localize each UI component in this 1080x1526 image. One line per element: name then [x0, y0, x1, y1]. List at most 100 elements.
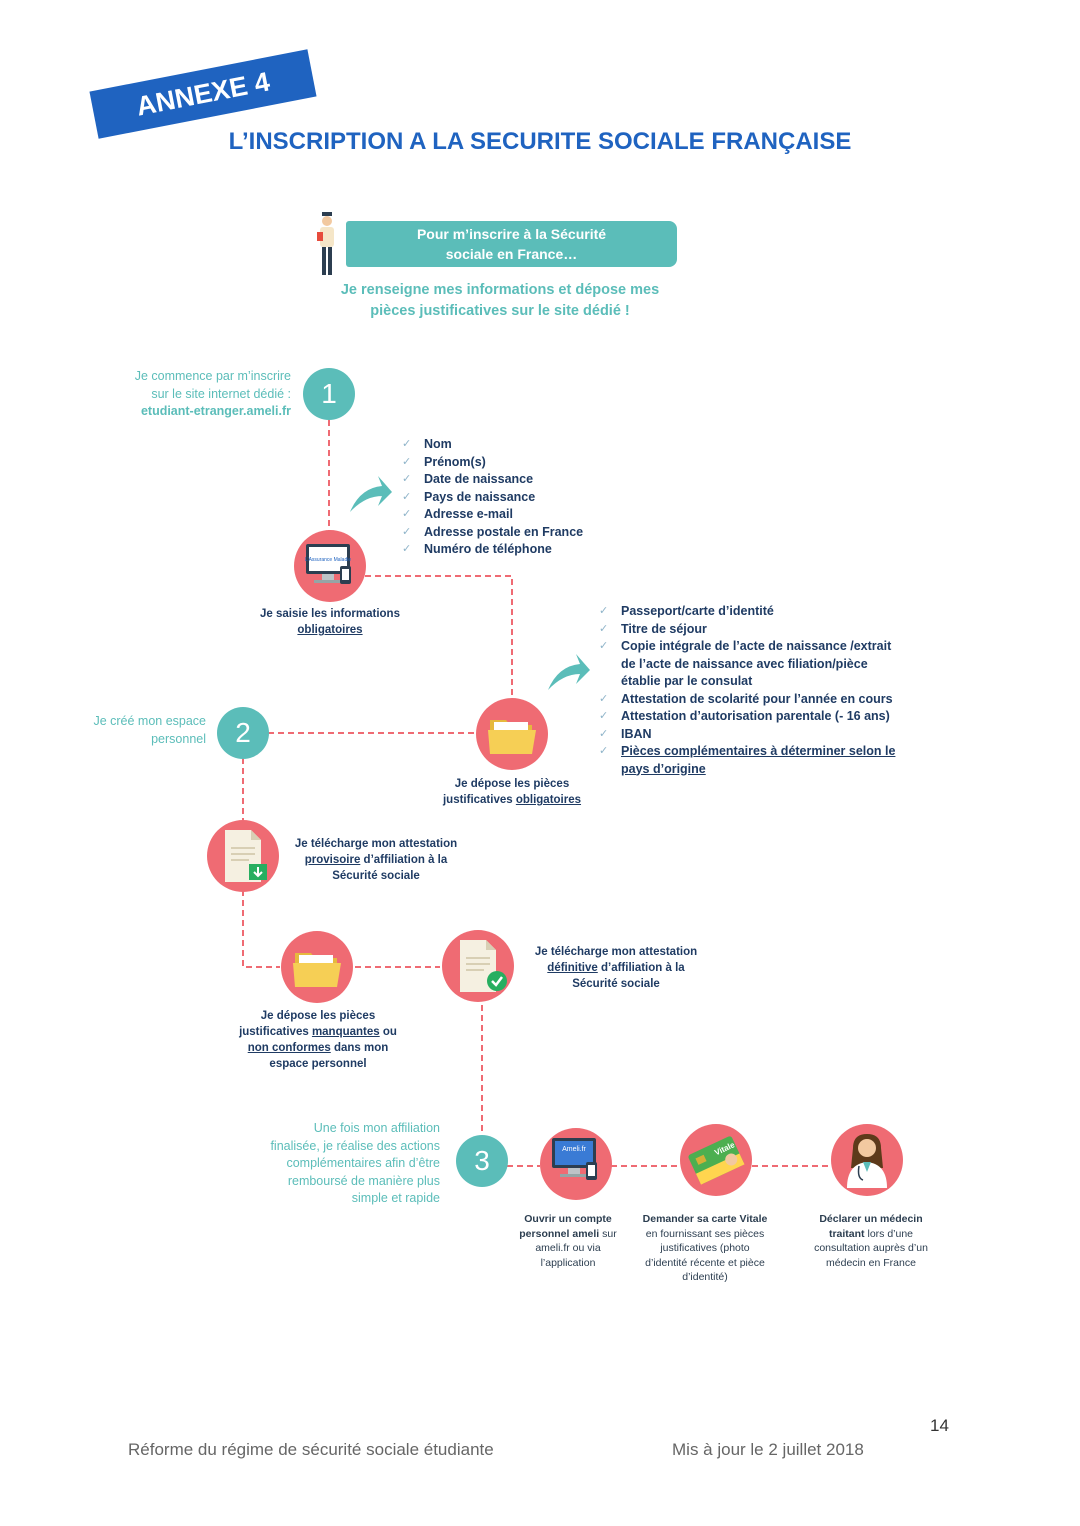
- step3-note: Une fois mon affiliation finalisée, je r…: [238, 1120, 440, 1208]
- step2-note: Je créé mon espace personnel: [60, 713, 206, 748]
- download-document-icon: [225, 830, 267, 882]
- check-icon: ✓: [599, 710, 609, 722]
- banner-line: sociale en France…: [445, 246, 578, 262]
- caption-line: en fournissant ses pièces: [645, 1227, 765, 1240]
- list-item: ✓Pays de naissance: [400, 489, 620, 507]
- footer-left-text: Réforme du régime de sécurité sociale ét…: [128, 1440, 494, 1459]
- list-item: établie par le consulat: [597, 673, 917, 691]
- vitale-card-icon: Vitale: [688, 1136, 745, 1185]
- list-item: ✓ Adresse e-mail: [400, 506, 620, 524]
- list-item-label: Titre de séjour: [621, 621, 707, 636]
- banner-line: Pour m’inscrire à la Sécurité: [416, 226, 607, 242]
- website-link[interactable]: etudiant-etranger.ameli.fr: [140, 404, 291, 418]
- note-line: Je créé mon espace: [93, 714, 206, 728]
- caption-text: d’affiliation à la: [597, 962, 685, 974]
- caption-text: traitant: [828, 1227, 865, 1240]
- caption-line: Je télécharge mon attestation: [534, 946, 698, 958]
- list-item: ✓ IBAN: [597, 726, 917, 744]
- list-item: ✓Nom: [400, 436, 620, 454]
- note-line: Je commence par m’inscrire: [134, 369, 291, 383]
- list-item-label: Adresse e-mail: [424, 507, 513, 521]
- check-icon: ✓: [402, 508, 412, 520]
- check-icon: ✓: [599, 622, 609, 635]
- list-item-label: Attestation d’autorisation parentale (- …: [621, 709, 890, 723]
- caption-line: médecin en France: [826, 1256, 916, 1269]
- list-item: ✓ Passeport/carte d’identité: [597, 603, 917, 621]
- list-item-label: Copie intégrale de l’acte de naissance /…: [621, 639, 892, 653]
- check-icon: ✓: [402, 490, 412, 503]
- step2-number: 2: [217, 707, 269, 759]
- caption-line: définitive d’affiliation à la: [526, 960, 706, 976]
- caption-line: Demander sa carte Vitale: [642, 1213, 768, 1225]
- caption-line: Je dépose les pièces: [260, 1010, 376, 1022]
- footer-right-text: Mis à jour le 2 juillet 2018: [672, 1440, 864, 1459]
- ameli-circle: Ameli.fr: [540, 1128, 612, 1200]
- caption-line: personnel ameli sur: [508, 1227, 628, 1242]
- caption-line: l’application: [540, 1256, 596, 1269]
- list-item: pays d’origine: [597, 761, 917, 779]
- computer-step-circle: L'Assurance Maladie: [294, 530, 366, 602]
- caption-line: non conformes dans mon: [228, 1040, 408, 1056]
- note-line: Une fois mon affiliation: [313, 1121, 440, 1135]
- list-item-label: de l’acte de naissance avec filiation/pi…: [621, 656, 868, 671]
- list-item-label: IBAN: [621, 726, 652, 741]
- list-item-label: Numéro de téléphone: [424, 542, 552, 556]
- subtitle-line: Je renseigne mes informations et dépose …: [340, 282, 660, 298]
- missing-caption: Je dépose les pièces justificatives manq…: [228, 1008, 408, 1072]
- step1-caption: Je saisie les informations obligatoires: [240, 606, 420, 638]
- note-line: finalisée, je réalise des actions: [270, 1138, 440, 1153]
- list-item-label: établie par le consulat: [621, 674, 753, 688]
- page-number: 14: [930, 1416, 949, 1435]
- caption-line: Je dépose les pièces: [454, 778, 570, 790]
- check-icon: ✓: [599, 640, 609, 652]
- note-line: simple et rapide: [351, 1191, 440, 1205]
- provisional-caption: Je télécharge mon attestation provisoire…: [286, 836, 466, 884]
- missing-folder-circle: [281, 931, 353, 1003]
- vitale-circle: Vitale: [680, 1124, 752, 1196]
- check-icon: ✓: [599, 605, 609, 617]
- step1-note: Je commence par m’inscrire sur le site i…: [100, 368, 291, 421]
- caption-text: ou: [379, 1026, 397, 1038]
- check-icon: ✓: [402, 455, 412, 468]
- caption-line: Ouvrir un compte: [524, 1213, 612, 1225]
- caption-text: non conformes: [247, 1042, 331, 1054]
- caption-text: dans mon: [330, 1042, 389, 1054]
- definitive-caption: Je télécharge mon attestation définitive…: [526, 944, 706, 992]
- subtitle-line: pièces justificatives sur le site dédié …: [370, 303, 630, 319]
- caption-text: provisoire: [304, 854, 361, 866]
- computer-icon: Ameli.fr: [552, 1138, 597, 1180]
- caption-text: définitive: [547, 962, 598, 974]
- note-line: sur le site internet dédié :: [151, 386, 291, 401]
- list-item: ✓ Copie intégrale de l’acte de naissance …: [597, 638, 917, 656]
- list-item-label: Pièces complémentaires à déterminer selo…: [621, 744, 896, 758]
- caption-line: Sécurité sociale: [332, 870, 420, 882]
- check-icon: ✓: [599, 745, 609, 757]
- page-title: L’INSCRIPTION A LA SECURITE SOCIALE FRAN…: [228, 128, 852, 155]
- intro-subtitle: Je renseigne mes informations et dépose …: [300, 280, 700, 322]
- monitor-label: L'Assurance Maladie: [305, 557, 351, 563]
- caption-text: justificatives: [442, 794, 516, 806]
- list-item-label: pays d’origine: [621, 761, 706, 776]
- step1-field-list: ✓Nom✓Prénom(s)✓Date de naissance✓Pays de…: [400, 436, 620, 559]
- note-line: complémentaires afin d’être: [286, 1156, 440, 1170]
- list-item-label: Attestation de scolarité pour l’année en…: [621, 691, 893, 706]
- folder-icon: [293, 953, 341, 987]
- list-item: ✓Prénom(s): [400, 454, 620, 472]
- caption-text: justificatives: [239, 1026, 312, 1038]
- caption-line: obligatoires: [297, 624, 363, 636]
- documents-caption: Je dépose les pièces justificatives obli…: [422, 776, 602, 808]
- caption-line: provisoire d’affiliation à la: [286, 852, 466, 868]
- caption-text: obligatoires: [515, 794, 582, 806]
- caption-line: d’identité): [682, 1271, 728, 1283]
- check-icon: ✓: [599, 727, 609, 740]
- list-item-label: Passeport/carte d’identité: [621, 604, 774, 618]
- caption-line: Déclarer un médecin: [819, 1213, 923, 1225]
- list-item: ✓Date de naissance: [400, 471, 620, 489]
- list-item: ✓ Attestation de scolarité pour l’année e…: [597, 691, 917, 709]
- doctor-caption: Déclarer un médecin traitant lors d’une …: [803, 1212, 939, 1270]
- list-item: ✓ Attestation d’autorisation parentale (-…: [597, 708, 917, 726]
- caption-text: lors d’une: [864, 1227, 914, 1240]
- caption-line: justificatives (photo: [660, 1242, 750, 1254]
- check-icon: ✓: [599, 692, 609, 705]
- check-icon: ✓: [402, 438, 412, 450]
